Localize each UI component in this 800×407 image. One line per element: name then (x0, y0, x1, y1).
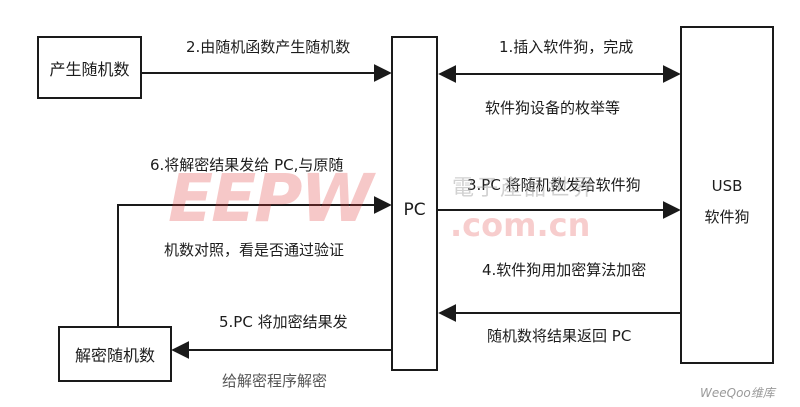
arrow-4-label-line1: 4.软件狗用加密算法加密 (482, 261, 647, 279)
box-decrypt-random-label: 解密随机数 (74, 346, 155, 365)
watermark-corner: WeeQoo维库 (700, 386, 775, 400)
box-usb-dongle (680, 26, 774, 364)
arrow-6-verify (117, 196, 392, 326)
box-generate-random (37, 36, 142, 99)
watermark-chinese: 電子產品世界 (452, 176, 597, 201)
box-pc-label: PC (403, 200, 426, 220)
arrow-2-label: 2.由随机函数产生随机数 (186, 38, 351, 56)
watermark-site: .com.cn (450, 206, 591, 244)
watermark-logo: EEPW (168, 160, 373, 237)
box-decrypt-random (58, 326, 172, 382)
arrow-3-label: 3.PC 将随机数发给软件狗 (467, 176, 641, 194)
arrow-5-label-line1: 5.PC 将加密结果发 (219, 313, 348, 331)
arrow-1-label-line2: 软件狗设备的枚举等 (485, 99, 621, 117)
arrow-4-label-line2: 随机数将结果返回 PC (487, 327, 632, 345)
box-usb-label-line1: USB (711, 177, 743, 195)
arrow-6-label-line1: 6.将解密结果发给 PC,与原随 (150, 156, 344, 174)
box-generate-random-label: 产生随机数 (49, 59, 130, 79)
arrow-6-label-line2: 机数对照，看是否通过验证 (164, 241, 345, 259)
arrow-5-label-line2: 给解密程序解密 (222, 372, 328, 390)
box-usb-label-line2: 软件狗 (704, 207, 750, 226)
box-pc (391, 36, 438, 371)
arrow-1-label-line1: 1.插入软件狗，完成 (499, 38, 634, 56)
